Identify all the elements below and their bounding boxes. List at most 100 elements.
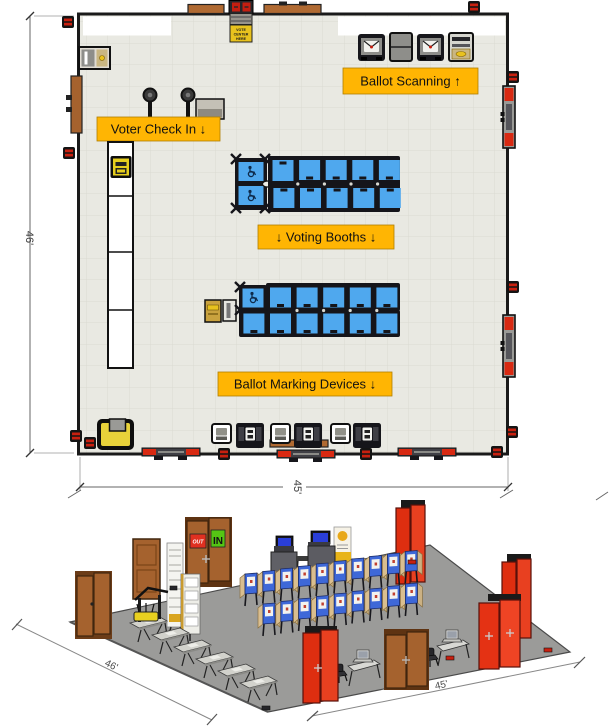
voting-booth bbox=[299, 188, 321, 208]
iso-dim-right-text: 45' bbox=[434, 679, 449, 692]
ballot-scanning-row bbox=[358, 32, 474, 62]
vote-center-sign: VOTE CENTER HERE bbox=[228, 0, 254, 43]
door-stop-marker bbox=[490, 445, 504, 459]
door-stop-marker bbox=[62, 146, 76, 160]
iso-double-door-west bbox=[75, 571, 112, 639]
door-stop-marker bbox=[505, 425, 519, 439]
voting-booth bbox=[272, 161, 294, 181]
plan-dimension-bottom: 45' bbox=[75, 457, 513, 494]
voting-booth bbox=[296, 313, 318, 334]
door-stop-marker bbox=[467, 0, 481, 14]
ballot-marking-device bbox=[294, 423, 322, 448]
voting-booth bbox=[243, 313, 265, 334]
voting-booth-row-2 bbox=[233, 280, 400, 337]
voting-booth bbox=[323, 287, 345, 308]
label-voter-check-in: Voter Check In ↓ bbox=[96, 116, 221, 142]
iso-bmd-station bbox=[331, 649, 381, 687]
queue-stanchion bbox=[142, 87, 158, 118]
voting-booth bbox=[353, 188, 375, 208]
ballot-station-devices bbox=[204, 299, 237, 323]
floor-edge-markers bbox=[169, 559, 553, 711]
label-ballot-scanning: Ballot Scanning ↑ bbox=[342, 67, 479, 95]
door-stop-marker bbox=[506, 70, 520, 84]
iso-red-cabinet bbox=[478, 594, 521, 670]
vote-center-sign-line3: HERE bbox=[236, 37, 247, 41]
door-stop-marker bbox=[217, 447, 231, 461]
plan-dim-west: 46' bbox=[23, 231, 35, 245]
voting-booth bbox=[376, 287, 398, 308]
exterior-bench bbox=[141, 447, 201, 461]
check-in-printer bbox=[110, 156, 132, 178]
door-stop-marker bbox=[61, 15, 75, 29]
voting-booth bbox=[323, 313, 345, 334]
iso-banner-stand bbox=[333, 526, 352, 575]
out-sign bbox=[189, 533, 207, 549]
ballot-marking-device bbox=[353, 423, 381, 448]
voting-booth-row-1 bbox=[229, 152, 401, 215]
voting-booth bbox=[352, 160, 374, 180]
bmd-row bbox=[211, 423, 381, 448]
door-stop-marker bbox=[69, 429, 83, 443]
exterior-bench bbox=[187, 3, 225, 15]
door-handle bbox=[202, 555, 210, 563]
ballot-supply-cart bbox=[97, 418, 134, 450]
queue-stanchion bbox=[180, 87, 196, 118]
iso-dim-left-text: 46' bbox=[103, 658, 120, 674]
voting-booth bbox=[270, 287, 291, 308]
label-ballot-marking-devices-text: Ballot Marking Devices ↓ bbox=[234, 377, 376, 392]
door-stop-marker bbox=[506, 280, 520, 294]
ballot-scanner bbox=[358, 34, 385, 61]
bmd-chair bbox=[211, 423, 232, 444]
exterior-bench bbox=[397, 447, 457, 461]
iso-dimension-right: 45' bbox=[306, 656, 586, 722]
iso-equipment-stand bbox=[133, 586, 169, 622]
plan-dim-south: 45' bbox=[291, 480, 303, 494]
voting-booth bbox=[349, 313, 371, 334]
exterior-bench bbox=[276, 449, 336, 463]
voting-booth bbox=[299, 160, 321, 180]
label-ballot-marking-devices: Ballot Marking Devices ↓ bbox=[217, 371, 393, 397]
label-voting-booths: ↓ Voting Booths ↓ bbox=[257, 224, 395, 250]
iso-view: 46' 45' OUT bbox=[11, 489, 609, 726]
out-sign-text: OUT bbox=[193, 540, 205, 546]
ballot-box bbox=[448, 32, 474, 62]
right-wall-double-door bbox=[499, 85, 516, 149]
plan-dimension-left: 46' bbox=[23, 11, 74, 458]
voting-booth bbox=[376, 313, 398, 334]
vote-center-sign-line2: CENTER bbox=[234, 32, 249, 36]
in-sign bbox=[210, 529, 226, 548]
plan-entry-mat-left bbox=[83, 16, 171, 36]
voting-booth bbox=[325, 160, 347, 180]
iso-double-door-south bbox=[384, 629, 429, 690]
door-stop-marker bbox=[83, 436, 97, 450]
label-voting-booths-text: ↓ Voting Booths ↓ bbox=[276, 230, 376, 245]
label-ballot-scanning-text: Ballot Scanning ↑ bbox=[360, 74, 460, 89]
door-stop-marker bbox=[359, 447, 373, 461]
plan-left-wall-items bbox=[62, 75, 97, 450]
supply-table bbox=[195, 98, 225, 120]
iso-literature-rack bbox=[180, 573, 201, 641]
voting-booth bbox=[378, 160, 400, 180]
right-wall-double-door bbox=[499, 314, 516, 378]
voting-booth bbox=[326, 188, 348, 208]
voting-booth bbox=[349, 287, 371, 308]
plan-top-wall-items: VOTE CENTER HERE bbox=[61, 0, 481, 43]
exterior-bench bbox=[263, 1, 322, 15]
voting-booth bbox=[273, 188, 295, 208]
bmd-chair bbox=[330, 423, 351, 444]
left-wall-door bbox=[70, 75, 83, 134]
plan-entry-mat-right bbox=[338, 16, 505, 36]
ballot-bin bbox=[389, 32, 413, 62]
voting-booth bbox=[270, 313, 291, 334]
check-in-tables bbox=[107, 141, 134, 369]
iso-dimension-left: 46' bbox=[11, 618, 218, 726]
router-device bbox=[133, 611, 159, 622]
ballot-scanner bbox=[417, 34, 444, 61]
voting-booth bbox=[379, 188, 401, 208]
vote-center-sign-line1: VOTE bbox=[236, 28, 246, 32]
bmd-chair bbox=[270, 423, 291, 444]
ballot-marking-device bbox=[236, 423, 264, 448]
label-voter-check-in-text: Voter Check In ↓ bbox=[111, 122, 206, 137]
